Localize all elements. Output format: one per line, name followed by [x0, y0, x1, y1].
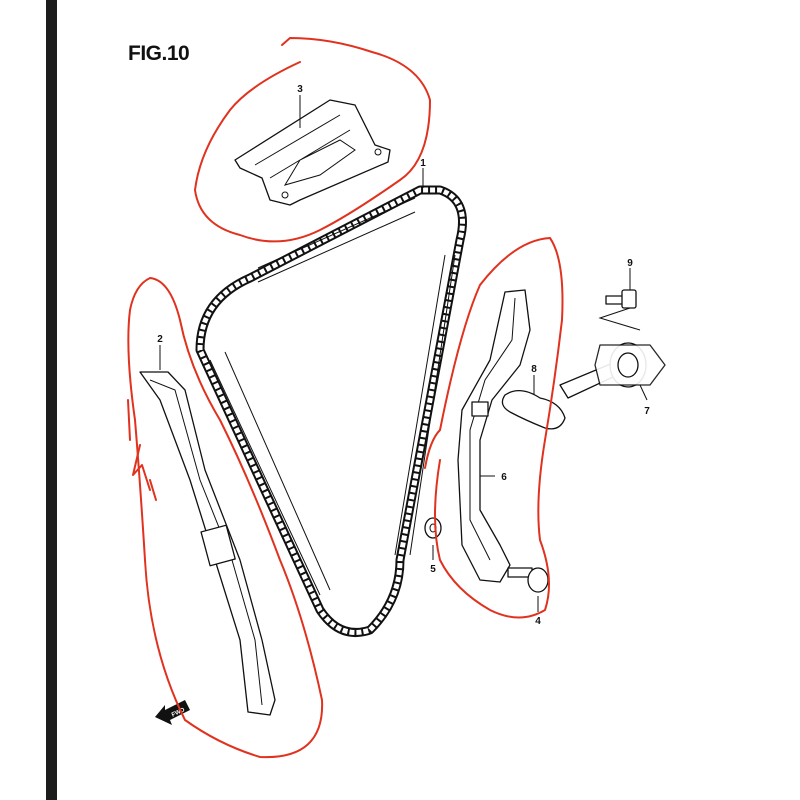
- upper-guide-part-3[interactable]: [234, 99, 391, 206]
- gasket-part-8[interactable]: [501, 390, 566, 430]
- tensioner-arm-part-6[interactable]: [457, 289, 531, 583]
- part-label-9: 9: [627, 258, 633, 269]
- red-annotations: [127, 37, 564, 759]
- page-edge-bar: [46, 0, 57, 800]
- cam-chain-part-1[interactable]: [195, 185, 467, 637]
- leader-9-7: [598, 307, 641, 331]
- leader-lines: [159, 95, 648, 612]
- part-label-2: 2: [157, 334, 163, 345]
- part-label-6: 6: [501, 472, 507, 483]
- scribble-mark: [127, 399, 157, 501]
- part-label-7: 7: [644, 406, 650, 417]
- part-label-5: 5: [430, 564, 436, 575]
- part-label-3: 3: [297, 84, 303, 95]
- fwd-label: FWD: [171, 707, 187, 718]
- circle-part-2: [127, 277, 324, 759]
- part-label-8: 8: [531, 364, 537, 375]
- circle-part-3: [194, 37, 431, 243]
- part-label-4: 4: [535, 616, 541, 627]
- bolt-part-9[interactable]: [605, 289, 637, 309]
- bolt-part-4[interactable]: [507, 567, 549, 593]
- chain-guide-part-2[interactable]: [139, 371, 276, 716]
- part-label-1: 1: [420, 158, 426, 169]
- circle-part-6: [424, 237, 564, 619]
- forward-arrow-icon: FWD: [155, 700, 190, 725]
- washer-part-5[interactable]: [424, 517, 442, 539]
- tensioner-adjuster-part-7[interactable]: [559, 342, 666, 399]
- figure-title: FIG.10: [128, 42, 190, 65]
